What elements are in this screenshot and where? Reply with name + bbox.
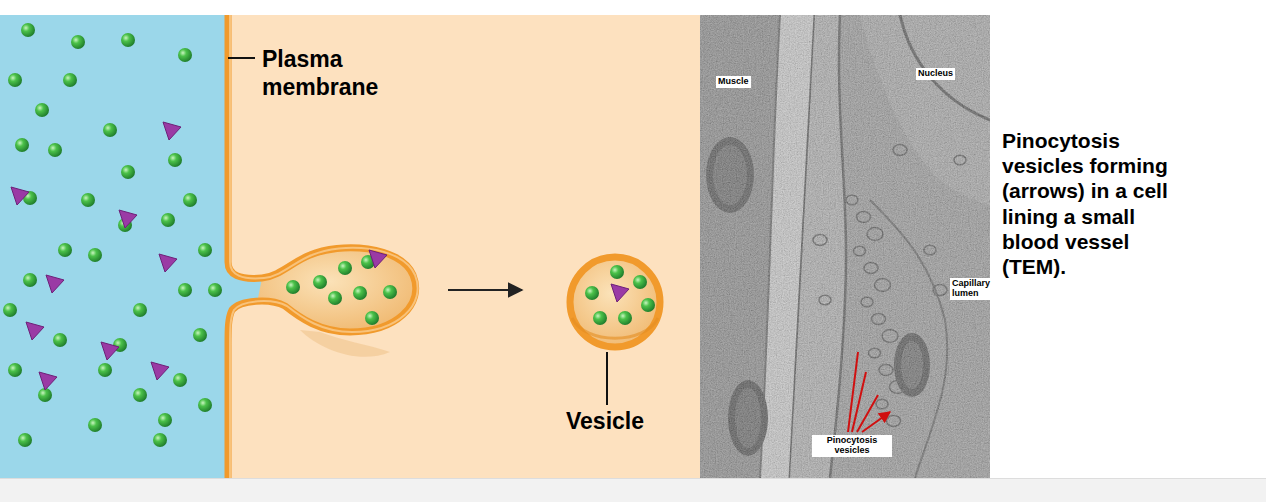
solute-particle xyxy=(610,265,624,279)
solute-particle xyxy=(98,363,112,377)
solute-molecule xyxy=(163,122,181,140)
solute-particle xyxy=(618,311,632,325)
solute-particle xyxy=(313,275,327,289)
leader-line xyxy=(228,57,255,59)
solute-particle xyxy=(633,275,647,289)
solute-molecule xyxy=(39,372,57,390)
solute-particle xyxy=(121,165,135,179)
solute-particle xyxy=(23,273,37,287)
solute-particle xyxy=(103,123,117,137)
solute-particle xyxy=(88,248,102,262)
bottom-bar xyxy=(0,478,1266,502)
micrograph-label: Muscle xyxy=(716,76,751,88)
solute-molecule xyxy=(11,187,29,205)
solute-particle xyxy=(81,193,95,207)
solute-molecule xyxy=(159,254,177,272)
solute-particle xyxy=(286,280,300,294)
bottom-rule xyxy=(0,478,1266,479)
leader-line xyxy=(606,352,608,405)
solute-molecule xyxy=(46,275,64,293)
micrograph-label: Pinocytosis vesicles xyxy=(812,435,892,457)
solute-particle xyxy=(133,388,147,402)
solute-molecule xyxy=(119,210,137,228)
vesicle xyxy=(570,257,660,347)
solute-particle xyxy=(173,373,187,387)
solute-particle xyxy=(365,311,379,325)
solute-particle xyxy=(338,261,352,275)
micrograph xyxy=(700,15,990,478)
solute-particle xyxy=(161,213,175,227)
solute-particle xyxy=(8,363,22,377)
solute-particle xyxy=(178,48,192,62)
solute-particle xyxy=(198,398,212,412)
solute-particle xyxy=(178,283,192,297)
solute-particle xyxy=(198,243,212,257)
solute-particle xyxy=(353,286,367,300)
solute-particle xyxy=(168,153,182,167)
solute-molecule xyxy=(151,362,169,380)
solute-particle xyxy=(58,243,72,257)
solute-particle xyxy=(35,103,49,117)
figure-caption: Pinocytosis vesicles forming (arrows) in… xyxy=(1002,128,1188,279)
solute-particle xyxy=(208,283,222,297)
solute-molecule xyxy=(369,250,387,268)
solute-molecule xyxy=(26,322,44,340)
solute-particle xyxy=(88,418,102,432)
solute-particle xyxy=(3,303,17,317)
solute-particle xyxy=(53,333,67,347)
part-label: Plasma membrane xyxy=(262,46,392,101)
solute-particle xyxy=(593,311,607,325)
solute-particle xyxy=(15,138,29,152)
solute-particle xyxy=(71,35,85,49)
part-label: Vesicle xyxy=(566,408,666,436)
micrograph-label: Capillary lumen xyxy=(950,278,998,300)
solute-particle xyxy=(641,298,655,312)
solute-particle xyxy=(133,303,147,317)
solute-particle xyxy=(48,143,62,157)
solute-particle xyxy=(183,193,197,207)
plasma-membrane xyxy=(228,15,416,478)
solute-particle xyxy=(63,73,77,87)
solute-particle xyxy=(8,73,22,87)
solute-particle xyxy=(18,433,32,447)
solute-particle xyxy=(383,285,397,299)
solute-molecule xyxy=(611,284,629,302)
solute-particle xyxy=(21,23,35,37)
solute-particle xyxy=(121,33,135,47)
vesicle-shade xyxy=(572,318,658,338)
solute-particle xyxy=(153,433,167,447)
solute-particle xyxy=(328,291,342,305)
solute-particle xyxy=(193,328,207,342)
solute-molecule xyxy=(101,342,119,360)
extracellular-fluid xyxy=(0,15,700,478)
solute-particle xyxy=(158,413,172,427)
membrane-highlight xyxy=(230,15,418,478)
micrograph-label: Nucleus xyxy=(916,68,955,80)
process-arrow xyxy=(448,289,522,291)
cytoplasm xyxy=(228,15,700,478)
pointer-arrows xyxy=(848,352,890,432)
solute-particle xyxy=(585,286,599,300)
